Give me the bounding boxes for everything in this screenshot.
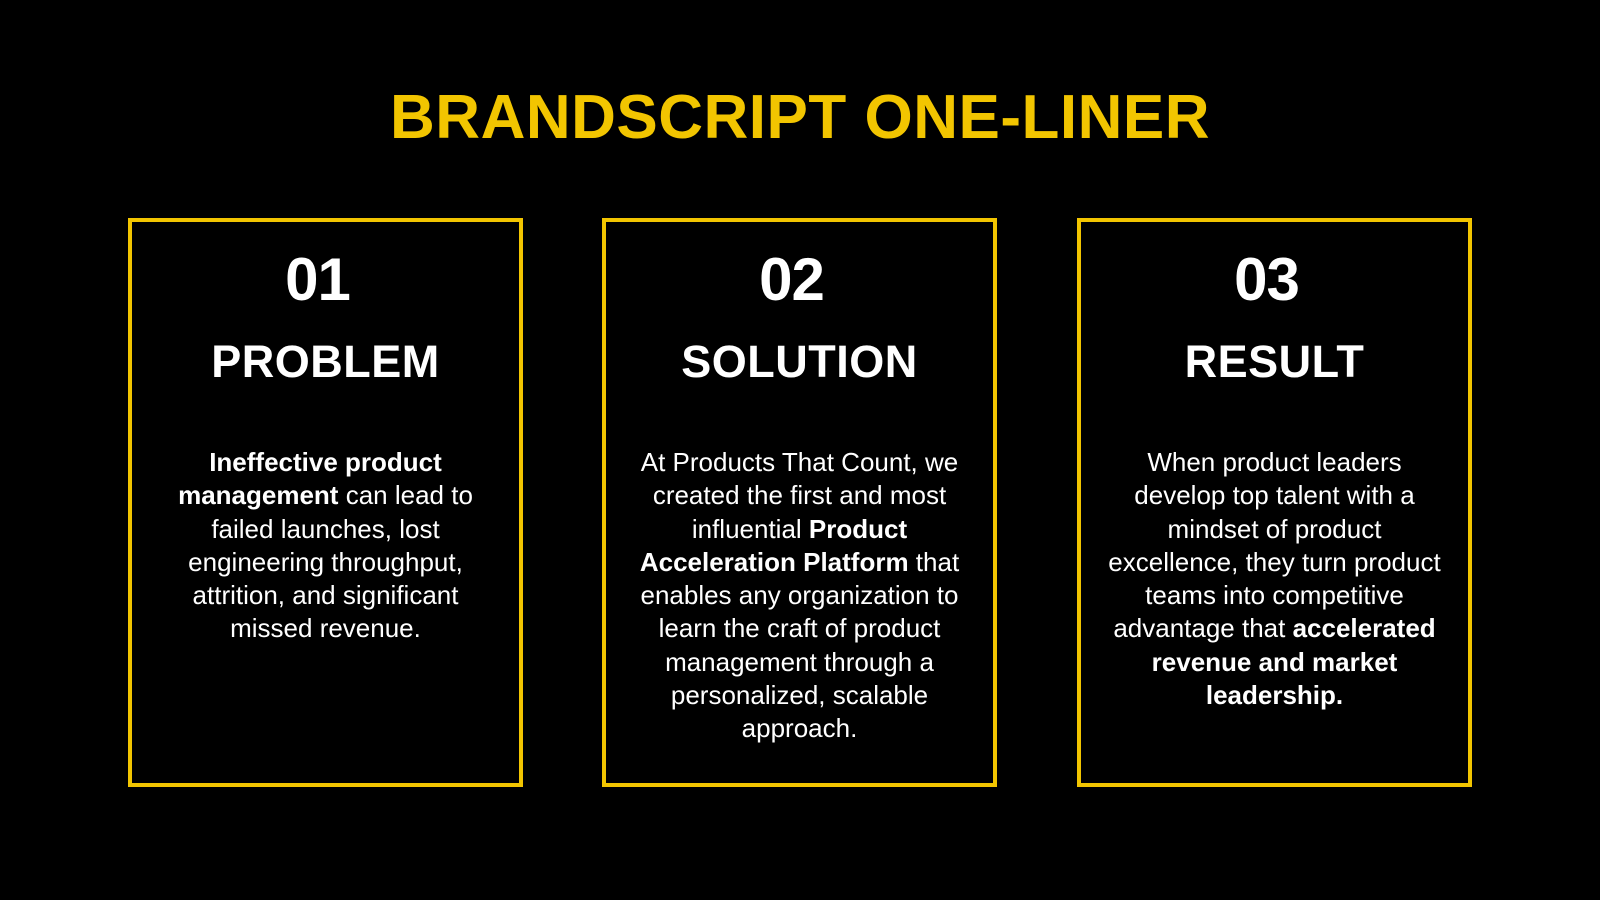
card-body-bold: Product Acceleration Platform — [639, 513, 909, 577]
card-body-text: that enables any organization to learn t… — [640, 546, 960, 744]
card-body-bold: accelerated revenue and market leadershi… — [1151, 613, 1436, 711]
card-result: 03 RESULT When product leaders develop t… — [1077, 218, 1472, 787]
card-label: PROBLEM — [211, 336, 440, 387]
card-body: When product leaders develop top talent … — [1107, 446, 1442, 712]
card-body: Ineffective product management can lead … — [158, 446, 493, 646]
card-solution: 02 SOLUTION At Products That Count, we c… — [602, 218, 997, 787]
card-label: SOLUTION — [681, 336, 918, 387]
card-body-text: When product leaders develop top talent … — [1108, 447, 1441, 644]
card-label: RESULT — [1184, 336, 1365, 387]
card-number: 02 — [759, 246, 825, 313]
card-body: At Products That Count, we created the f… — [632, 446, 967, 746]
slide-title: BRANDSCRIPT ONE-LINER — [390, 83, 1210, 152]
card-number: 03 — [1234, 246, 1300, 313]
card-body-text: At Products That Count, we created the f… — [640, 447, 959, 544]
card-body-bold: Ineffective product management — [178, 447, 442, 511]
card-problem: 01 PROBLEM Ineffective product managemen… — [128, 218, 523, 787]
card-body-text: can lead to failed launches, lost engine… — [188, 480, 473, 644]
card-number: 01 — [285, 246, 351, 313]
